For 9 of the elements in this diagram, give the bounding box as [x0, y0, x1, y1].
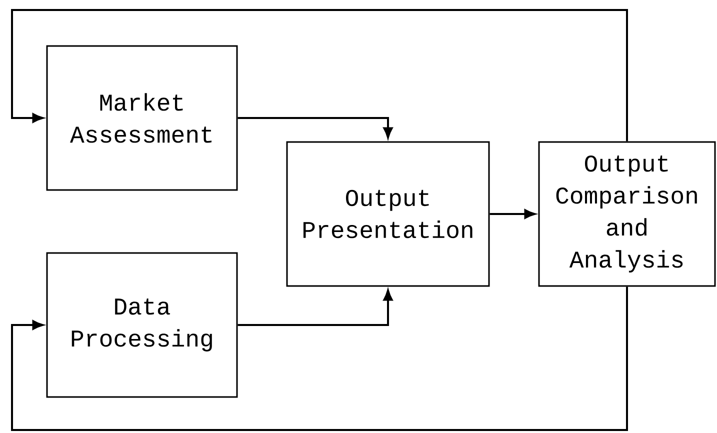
process-box: Data Processing — [46, 252, 238, 398]
process-box: Output Presentation — [286, 141, 490, 287]
process-box: Market Assessment — [46, 45, 238, 191]
arrow — [238, 117, 393, 138]
process-box: Output Comparison and Analysis — [538, 141, 716, 287]
arrow — [490, 209, 536, 219]
arrow — [11, 286, 628, 431]
arrow — [238, 290, 393, 326]
arrow — [11, 9, 628, 142]
